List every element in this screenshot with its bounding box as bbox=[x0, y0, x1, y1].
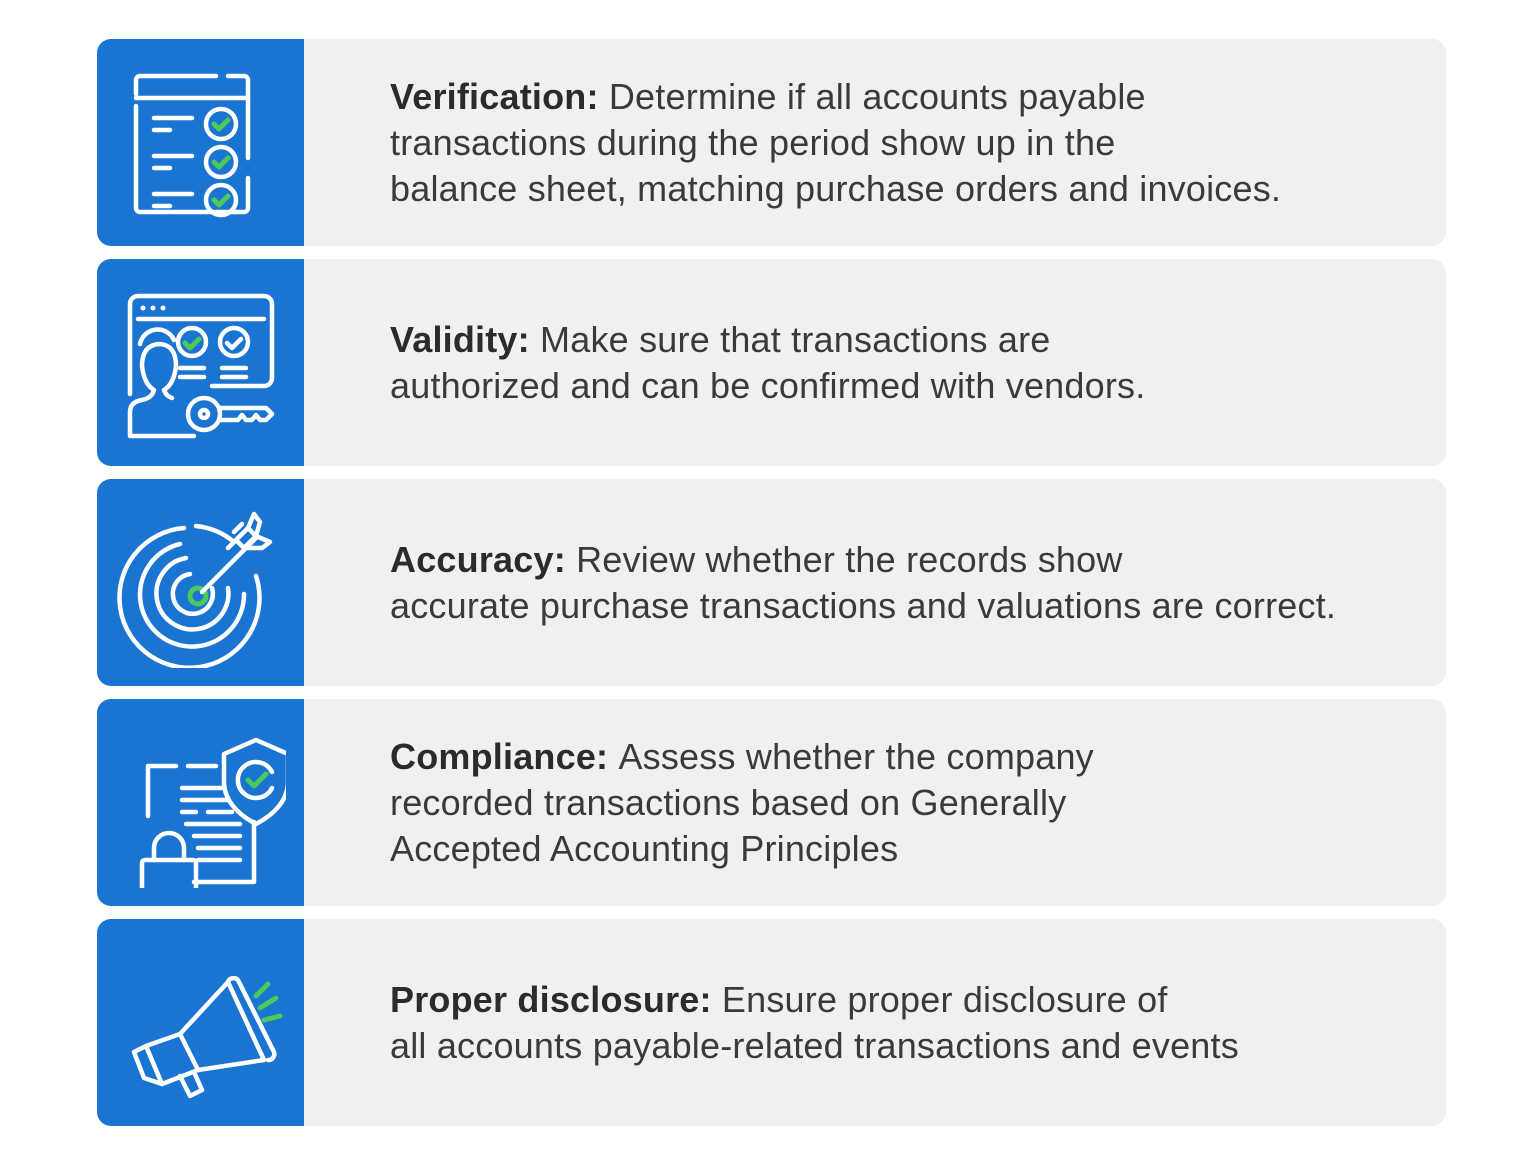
card-text: Proper disclosure: Ensure proper disclos… bbox=[304, 919, 1446, 1126]
item-line: accurate purchase transactions and valua… bbox=[390, 584, 1337, 626]
item-line: authorized and can be confirmed with ven… bbox=[390, 364, 1146, 406]
icon-panel bbox=[97, 39, 304, 246]
item-line: Ensure proper disclosure of bbox=[721, 978, 1168, 1020]
document-shield-lock-icon bbox=[139, 737, 286, 888]
item-line: Make sure that transactions are bbox=[540, 318, 1051, 360]
user-key-verification-icon bbox=[127, 293, 274, 438]
checklist-icon bbox=[133, 73, 250, 217]
card-compliance: Compliance: Assess whether the company r… bbox=[97, 699, 1446, 906]
item-title: Compliance: bbox=[390, 735, 619, 777]
megaphone-icon bbox=[131, 975, 282, 1098]
item-line: Review whether the records show bbox=[576, 538, 1123, 580]
item-title: Accuracy: bbox=[390, 538, 577, 580]
card-text: Verification: Determine if all accounts … bbox=[304, 39, 1446, 246]
target-arrow-icon bbox=[116, 511, 272, 668]
card-accuracy: Accuracy: Review whether the records sho… bbox=[97, 479, 1446, 686]
item-line: all accounts payable-related transaction… bbox=[390, 1024, 1239, 1066]
item-line: transactions during the period show up i… bbox=[390, 121, 1116, 163]
item-line: recorded transactions based on Generally bbox=[390, 781, 1067, 823]
item-title: Verification: bbox=[390, 75, 609, 117]
item-title: Validity: bbox=[390, 318, 541, 360]
item-line: balance sheet, matching purchase orders … bbox=[390, 167, 1282, 209]
card-validity: Validity: Make sure that transactions ar… bbox=[97, 259, 1446, 466]
item-title: Proper disclosure: bbox=[390, 978, 722, 1020]
icon-panel bbox=[97, 699, 304, 906]
item-line: Assess whether the company bbox=[618, 735, 1094, 777]
item-line: Accepted Accounting Principles bbox=[390, 827, 899, 869]
card-verification: Verification: Determine if all accounts … bbox=[97, 39, 1446, 246]
icon-panel bbox=[97, 919, 304, 1126]
card-text: Accuracy: Review whether the records sho… bbox=[304, 479, 1446, 686]
icon-panel bbox=[97, 479, 304, 686]
card-text: Compliance: Assess whether the company r… bbox=[304, 699, 1446, 906]
icon-panel bbox=[97, 259, 304, 466]
card-proper-disclosure: Proper disclosure: Ensure proper disclos… bbox=[97, 919, 1446, 1126]
card-text: Validity: Make sure that transactions ar… bbox=[304, 259, 1446, 466]
item-line: Determine if all accounts payable bbox=[608, 75, 1146, 117]
